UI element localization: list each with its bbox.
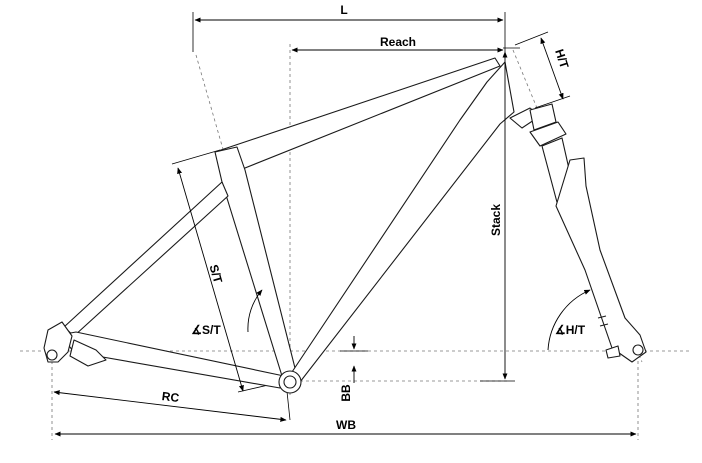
stack-label: Stack [489, 204, 503, 236]
witness-lines [171, 12, 571, 421]
dimension-lines [53, 17, 637, 437]
dimension-labels: L Reach H/T Stack S/T ∡S/T ∡H/T RC BB WB [161, 3, 586, 432]
seat-stay [63, 181, 229, 337]
l-label: L [340, 3, 347, 17]
rc-label: RC [161, 389, 180, 405]
ht-label: H/T [552, 47, 571, 70]
front-axle [632, 344, 644, 356]
fork [509, 103, 647, 363]
st-label: S/T [207, 263, 226, 285]
ht-angle-label: ∡H/T [555, 323, 586, 337]
bottom-bracket [278, 370, 302, 394]
wb-label: WB [336, 418, 356, 432]
fork-crown [529, 121, 567, 147]
fork-detail-a [597, 315, 607, 319]
fork-dropout-tab [605, 345, 621, 359]
st-witness-top [171, 149, 221, 165]
reach-label: Reach [380, 35, 416, 49]
fork-steerer [529, 103, 557, 131]
rear-derailleur-hanger [69, 339, 107, 367]
ht-dimension [540, 37, 564, 100]
rear-axle [46, 349, 58, 361]
ht-witness-top [514, 31, 549, 46]
st-dimension [177, 167, 244, 392]
st-angle-arc [247, 289, 263, 333]
fork-lower-leg [555, 157, 647, 363]
rc-dimension [53, 390, 287, 422]
bb-label: BB [339, 384, 353, 402]
fork-detail-b [599, 323, 609, 327]
ht-witness-bottom [534, 95, 571, 109]
st-angle-label: ∡S/T [191, 323, 221, 337]
bike-frame [43, 57, 515, 394]
ht-angle-arc [547, 289, 591, 351]
down-tube [289, 61, 515, 383]
seat-tube [214, 146, 297, 377]
bottom-bracket-inner [283, 375, 297, 389]
